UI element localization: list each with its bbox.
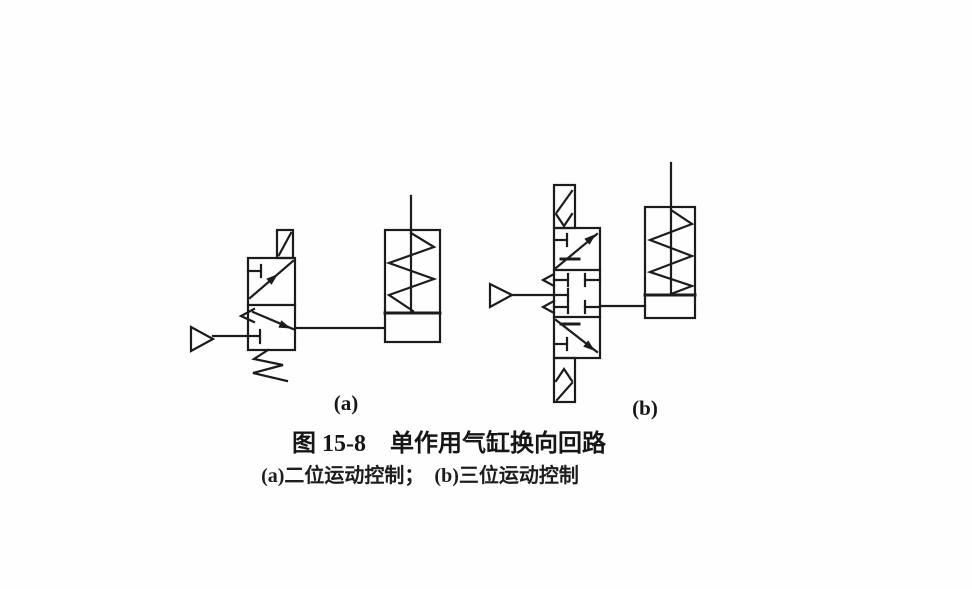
valve-a-bottom-chevron-icon [238,307,256,324]
sublabel-b: (b) [632,396,658,420]
cylinder-a-body [383,228,442,344]
valve-b-top-vent-diagonal [555,189,574,214]
circuit-b [488,161,697,404]
valve-b-left-chevron-bottom-icon [540,299,556,315]
valve-b-bottom-vent-box [552,356,577,404]
cylinder-b-spring-icon [646,208,696,296]
valve-b-top-flow-arrowhead [584,234,596,245]
valve-b [540,183,602,404]
sublabel-a: (a) [334,391,359,415]
valve-b-left-chevron-top-icon [540,272,556,288]
air-supply-triangle-icon-a [189,325,216,353]
air-supply-triangle-icon-b [488,282,515,309]
cylinder-a-spring-icon [385,231,438,313]
valve-a [238,228,297,383]
circuit-a [189,194,442,383]
valve-a-vent-diagonal [277,231,293,257]
air-supply-b [488,282,556,309]
cylinder-b [643,161,697,320]
valve-b-bottom-vent-arrow-icon [554,367,574,383]
valve-a-top-flow-arrowhead [266,274,278,285]
valve-b-top-vent-arrow-icon [554,212,574,228]
valve-a-bottom-flow-arrowhead [278,320,291,329]
valve-a-return-spring-icon [251,348,289,383]
valve-b-body [552,226,602,360]
valve-b-bottom-vent-diagonal [555,381,574,402]
cylinder-a [383,194,442,344]
figure-caption-sub: (a)二位运动控制； (b)三位运动控制 [261,463,579,487]
air-supply-a [189,325,261,353]
figure-caption-title: 图 15-8 单作用气缸换向回路 [292,429,607,457]
valve-b-bottom-flow-arrowhead [583,340,595,351]
